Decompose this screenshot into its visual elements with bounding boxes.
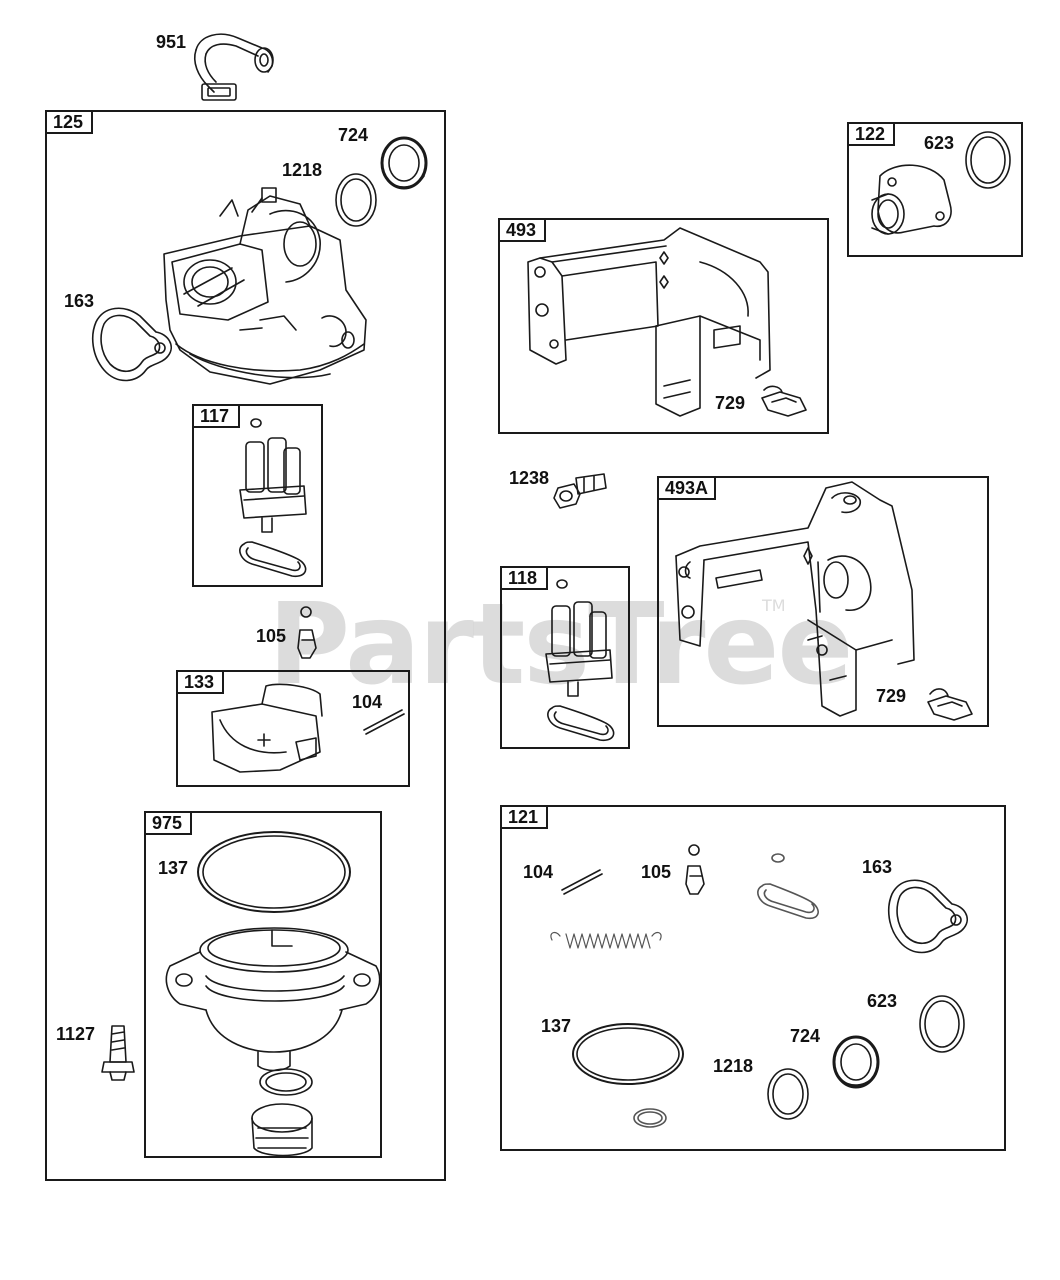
- label-104: 104: [352, 692, 383, 712]
- part-493-bracket: [527, 227, 771, 417]
- label-163: 163: [64, 291, 95, 311]
- part-1238-bolt: [553, 473, 607, 509]
- label-kit-623: 623: [867, 991, 898, 1011]
- group-117-box: 117: [192, 404, 323, 587]
- label-951: 951: [156, 32, 187, 52]
- group-125-tag: 125: [45, 110, 93, 134]
- label-729-a: 729: [715, 393, 746, 413]
- part-137-oring-kit: [572, 1023, 684, 1085]
- group-133-tag: 133: [176, 670, 224, 694]
- label-105: 105: [256, 626, 287, 646]
- label-1127: 1127: [56, 1024, 96, 1044]
- label-623: 623: [924, 133, 955, 153]
- part-163-gasket-kit: [887, 879, 968, 954]
- group-493-tag: 493: [498, 218, 546, 242]
- label-1218: 1218: [282, 160, 323, 180]
- part-125-carburetor: [163, 187, 367, 385]
- label-729-b: 729: [876, 686, 907, 706]
- label-kit-724: 724: [790, 1026, 821, 1046]
- part-105-needle-kit: [685, 844, 705, 895]
- label-kit-105: 105: [641, 862, 672, 882]
- part-493A-bracket: [675, 481, 915, 717]
- part-1218-ring-kit: [767, 1068, 809, 1120]
- part-118-float: [545, 579, 615, 742]
- part-623-ring-kit: [919, 995, 965, 1053]
- part-104-pin: [363, 709, 405, 735]
- part-1127-screw: [101, 1025, 135, 1081]
- label-137: 137: [158, 858, 189, 878]
- group-133-box: 133: [176, 670, 410, 787]
- label-kit-104: 104: [523, 862, 554, 882]
- group-118-tag: 118: [500, 566, 548, 590]
- part-975-ring: [259, 1068, 313, 1096]
- part-724-seal: [380, 136, 428, 190]
- part-1218-ring: [335, 173, 377, 227]
- part-137-oring-975: [197, 831, 351, 913]
- group-975-box: 975: [144, 811, 382, 1158]
- label-1238: 1238: [509, 468, 550, 488]
- label-kit-1218: 1218: [713, 1056, 754, 1076]
- part-kit-small-ring: [633, 1108, 667, 1128]
- group-118-box: 118: [500, 566, 630, 749]
- group-493A-box: 493A: [657, 476, 989, 727]
- part-105-needle: [297, 606, 317, 659]
- part-163-gasket: [91, 307, 172, 382]
- group-975-tag: 975: [144, 811, 192, 835]
- part-729-clip-b: [927, 688, 973, 721]
- group-122-tag: 122: [847, 122, 895, 146]
- watermark: PartsTree: [268, 580, 853, 710]
- label-kit-137: 137: [541, 1016, 572, 1036]
- part-kit-spring: [550, 931, 662, 949]
- part-724-seal-kit: [832, 1035, 880, 1089]
- group-493-box: 493: [498, 218, 829, 434]
- group-493A-tag: 493A: [657, 476, 717, 500]
- group-121-tag: 121: [500, 805, 548, 829]
- part-kit-gasket-oval: [757, 883, 819, 920]
- label-kit-163: 163: [862, 857, 893, 877]
- part-975-filter: [251, 1103, 313, 1157]
- part-623-ring-a: [965, 131, 1011, 189]
- part-117-float: [239, 418, 307, 578]
- part-133-float: [211, 683, 323, 773]
- label-724: 724: [338, 125, 369, 145]
- group-125-box: 125: [45, 110, 446, 1181]
- part-122-adapter: [871, 164, 952, 235]
- part-kit-seal-small: [771, 853, 785, 863]
- part-104-pin-kit: [561, 869, 603, 895]
- part-729-clip-a: [761, 385, 807, 417]
- part-951-link: [193, 33, 274, 101]
- group-122-box: 122: [847, 122, 1023, 257]
- group-117-tag: 117: [192, 404, 240, 428]
- part-975-bowl: [165, 927, 381, 1072]
- group-121-box: 121: [500, 805, 1006, 1151]
- watermark-tm: TM: [762, 596, 786, 615]
